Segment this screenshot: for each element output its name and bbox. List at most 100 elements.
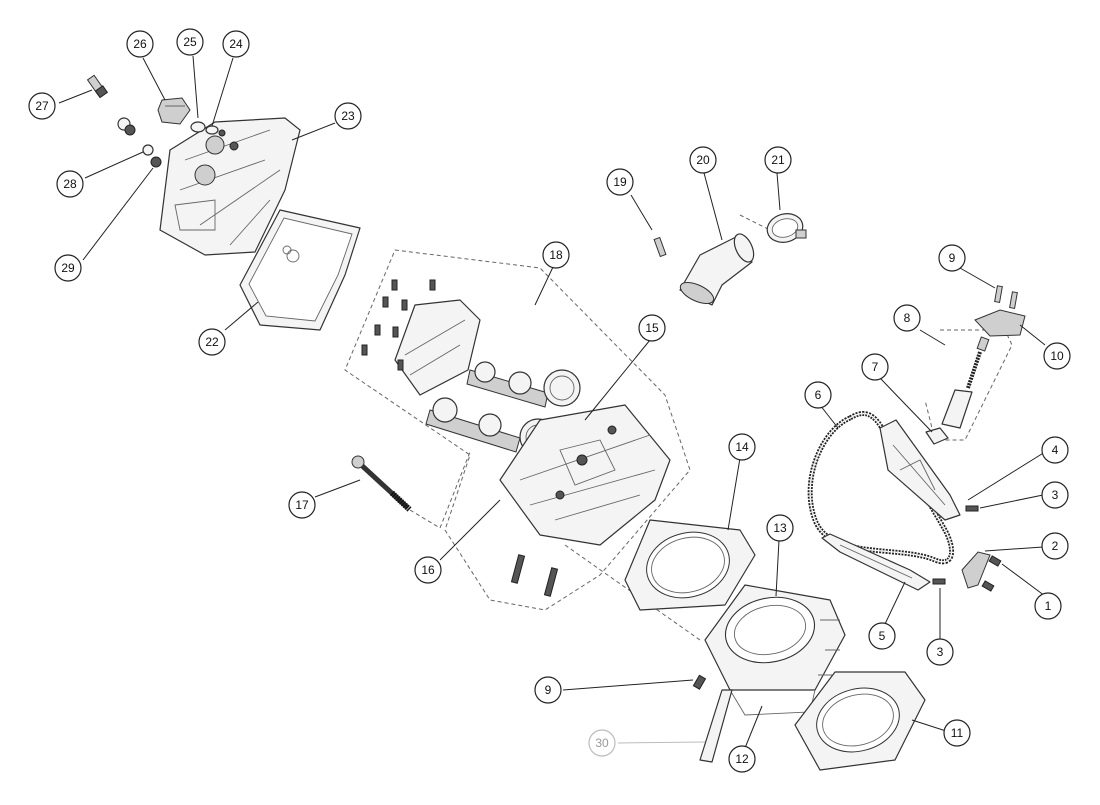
cylinder-head: [499, 404, 671, 546]
oil-dipstick-plate: [699, 689, 733, 763]
callout-number: 10: [1050, 349, 1064, 363]
camshaft-upper: [466, 361, 581, 408]
callout-26: 26: [126, 30, 154, 58]
o-ring-25: [190, 121, 206, 133]
bolt-3-upper: [965, 505, 979, 512]
callout-circle: [1034, 592, 1062, 620]
callout-1: 1: [1034, 592, 1062, 620]
callout-number: 3: [937, 645, 944, 659]
callout-25: 25: [176, 28, 204, 56]
callout-number: 8: [904, 311, 911, 325]
callout-number: 23: [341, 109, 355, 123]
o-ring-24: [205, 125, 219, 135]
callout-circle: [542, 241, 570, 269]
timing-chain: [807, 411, 955, 565]
callout-number: 20: [696, 153, 710, 167]
washer-upper-inner: [124, 124, 136, 136]
callout-circle: [28, 92, 56, 120]
callout-circle: [198, 328, 226, 356]
callout-30: 30: [588, 729, 616, 757]
callout-circle: [861, 353, 889, 381]
washer-28: [142, 144, 154, 156]
callout-circle: [414, 556, 442, 584]
group-18-outline: [344, 249, 691, 611]
callout-6: 6: [804, 381, 832, 409]
callout-16: 16: [414, 556, 442, 584]
screw-1-upper: [988, 555, 1002, 567]
hose-clamp: [766, 213, 807, 243]
callout-circle: [689, 146, 717, 174]
callout-3a: 3: [1041, 481, 1069, 509]
callout-20: 20: [689, 146, 717, 174]
callout-9b: 9: [534, 676, 562, 704]
callout-number: 28: [63, 177, 77, 191]
callout-circle: [943, 719, 971, 747]
callout-number: 4: [1052, 443, 1059, 457]
callout-28: 28: [56, 170, 84, 198]
callout-circle: [176, 28, 204, 56]
callout-circle: [926, 638, 954, 666]
callout-2: 2: [1041, 532, 1069, 560]
washer-29: [150, 156, 162, 168]
callout-number: 14: [735, 440, 749, 454]
callout-number: 3: [1052, 488, 1059, 502]
callout-27: 27: [28, 92, 56, 120]
callout-number: 27: [35, 99, 49, 113]
callout-circle: [1041, 532, 1069, 560]
callout-circle: [54, 254, 82, 282]
callout-13: 13: [766, 514, 794, 542]
callout-7: 7: [861, 353, 889, 381]
callout-4: 4: [1041, 436, 1069, 464]
callout-5: 5: [868, 622, 896, 650]
callout-circle: [868, 622, 896, 650]
callout-circle: [728, 433, 756, 461]
callout-23: 23: [334, 102, 362, 130]
callout-11: 11: [943, 719, 971, 747]
callout-number: 29: [61, 261, 75, 275]
cylinder: [704, 584, 846, 716]
callout-number: 21: [771, 153, 785, 167]
bolt-3-lower: [932, 578, 946, 585]
callout-number: 11: [951, 726, 964, 740]
callout-number: 30: [595, 736, 609, 750]
guide-rail: [821, 533, 931, 591]
callout-number: 17: [295, 498, 309, 512]
bolt-9-upper-a: [994, 285, 1003, 303]
callout-number: 9: [949, 251, 956, 265]
callout-number: 9: [545, 683, 552, 697]
bolt-9-lower: [692, 674, 707, 690]
callout-number: 18: [549, 248, 563, 262]
callout-15: 15: [638, 314, 666, 342]
callout-circle: [222, 30, 250, 58]
callout-29: 29: [54, 254, 82, 282]
callout-circle: [893, 304, 921, 332]
base-gasket: [794, 671, 926, 771]
chain-guide-bracket: [961, 551, 991, 589]
tensioner-rail: [879, 419, 961, 521]
stud-right: [543, 567, 559, 597]
callout-number: 22: [205, 335, 219, 349]
head-gasket: [624, 519, 756, 611]
callout-24: 24: [222, 30, 250, 58]
callout-circle: [764, 146, 792, 174]
callout-9a: 9: [938, 244, 966, 272]
bolt-9-upper-b: [1009, 291, 1018, 309]
callout-19: 19: [606, 168, 634, 196]
callout-circle: [1043, 342, 1071, 370]
callout-circle: [588, 729, 616, 757]
valve-cover: [159, 117, 301, 256]
callout-number: 1: [1045, 599, 1052, 613]
callout-17: 17: [288, 491, 316, 519]
callout-3b: 3: [926, 638, 954, 666]
callout-circle: [938, 244, 966, 272]
callout-circle: [534, 676, 562, 704]
callout-number: 15: [645, 321, 659, 335]
tensioner-gasket: [925, 427, 949, 445]
callout-number: 5: [879, 629, 886, 643]
callout-14: 14: [728, 433, 756, 461]
valve-cover-gasket: [239, 209, 361, 331]
callout-circle: [638, 314, 666, 342]
callout-22: 22: [198, 328, 226, 356]
